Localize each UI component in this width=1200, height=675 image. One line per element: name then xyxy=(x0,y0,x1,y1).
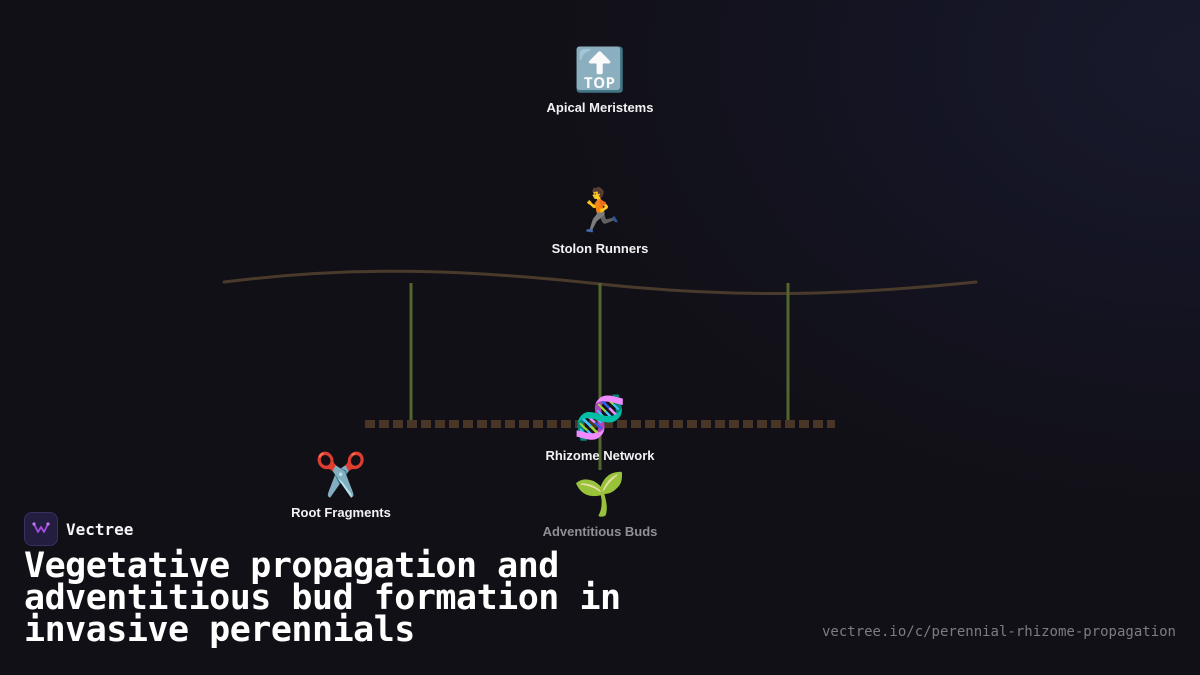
logo-mark xyxy=(32,522,50,533)
node-adventitious-buds: 🌱 Adventitious Buds xyxy=(500,469,700,540)
scissors-icon: ✂️ xyxy=(314,450,368,499)
node-apical-meristems: 🔝 Apical Meristems xyxy=(500,45,700,116)
node-stolon-runners: 🏃 Stolon Runners xyxy=(500,186,700,257)
seedling-icon: 🌱 xyxy=(573,469,627,518)
node-rhizome-network: 🧬 Rhizome Network xyxy=(500,393,700,464)
brand: Vectree xyxy=(24,512,133,546)
node-label: Stolon Runners xyxy=(551,241,649,256)
runner-icon: 🏃 xyxy=(573,186,627,235)
node-label: Apical Meristems xyxy=(546,100,654,115)
node-label: Root Fragments xyxy=(291,505,391,520)
source-url: vectree.io/c/perennial-rhizome-propagati… xyxy=(821,624,1176,640)
node-label: Adventitious Buds xyxy=(542,524,658,539)
brand-name: Vectree xyxy=(66,519,134,539)
vectree-logo-icon xyxy=(24,512,58,546)
node-root-fragments: ✂️ Root Fragments xyxy=(241,450,441,521)
top-arrow-icon: 🔝 xyxy=(573,45,627,94)
node-label: Rhizome Network xyxy=(545,448,655,463)
page-title: Vegetative propagation and adventitious … xyxy=(24,546,621,650)
dna-icon: 🧬 xyxy=(573,393,627,442)
